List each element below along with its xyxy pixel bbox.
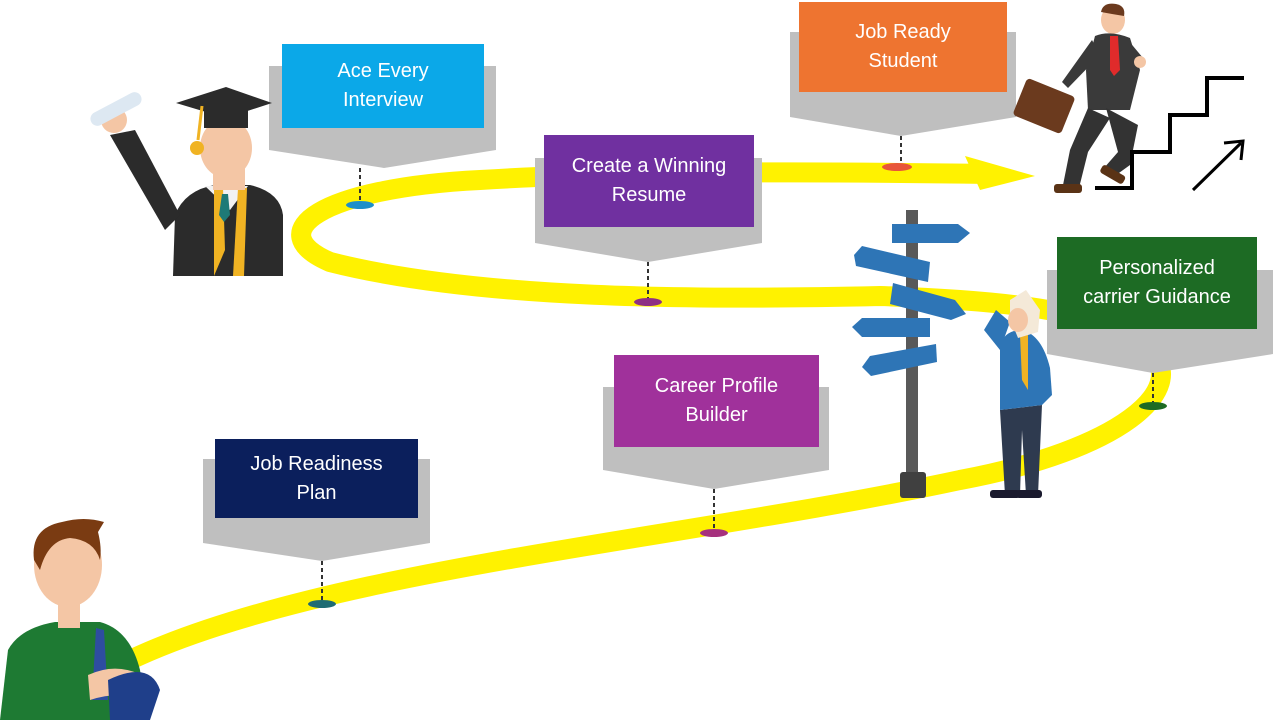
- road-arrowhead: [965, 156, 1035, 190]
- road-path: [120, 162, 1171, 670]
- student-icon: [0, 519, 160, 720]
- pin-career-profile-builder: [700, 489, 728, 537]
- arrow-up-right-icon: [1191, 139, 1245, 192]
- milestone-create-resume: Create a Winning Resume: [544, 135, 754, 227]
- milestone-ace-interview: Ace Every Interview: [282, 44, 484, 128]
- milestone-job-ready-student: Job Ready Student: [799, 2, 1007, 92]
- milestone-label: Ace Every Interview: [337, 60, 429, 111]
- milestone-label: Job Ready Student: [855, 21, 951, 72]
- milestone-job-readiness-plan: Job Readiness Plan: [215, 439, 418, 518]
- milestone-personalized-guidance: Personalized carrier Guidance: [1057, 237, 1257, 329]
- milestone-career-profile-builder: Career Profile Builder: [614, 355, 819, 447]
- pin-personalized-guidance: [1139, 373, 1167, 410]
- milestone-label: Create a Winning Resume: [571, 155, 727, 206]
- pin-job-readiness-plan: [308, 561, 336, 608]
- pin-ace-interview: [346, 168, 374, 209]
- confused-man-icon: [984, 290, 1052, 498]
- pin-create-resume: [634, 262, 662, 306]
- graduate-icon: [90, 87, 283, 276]
- signpost-icon: [852, 210, 970, 498]
- milestone-label: Personalized carrier Guidance: [1083, 257, 1231, 308]
- businessman-icon: [1013, 3, 1146, 193]
- milestone-label: Job Readiness Plan: [250, 452, 383, 504]
- pin-job-ready-student: [882, 136, 912, 171]
- stairs-icon: [1095, 76, 1244, 190]
- milestone-label: Career Profile Builder: [654, 375, 779, 426]
